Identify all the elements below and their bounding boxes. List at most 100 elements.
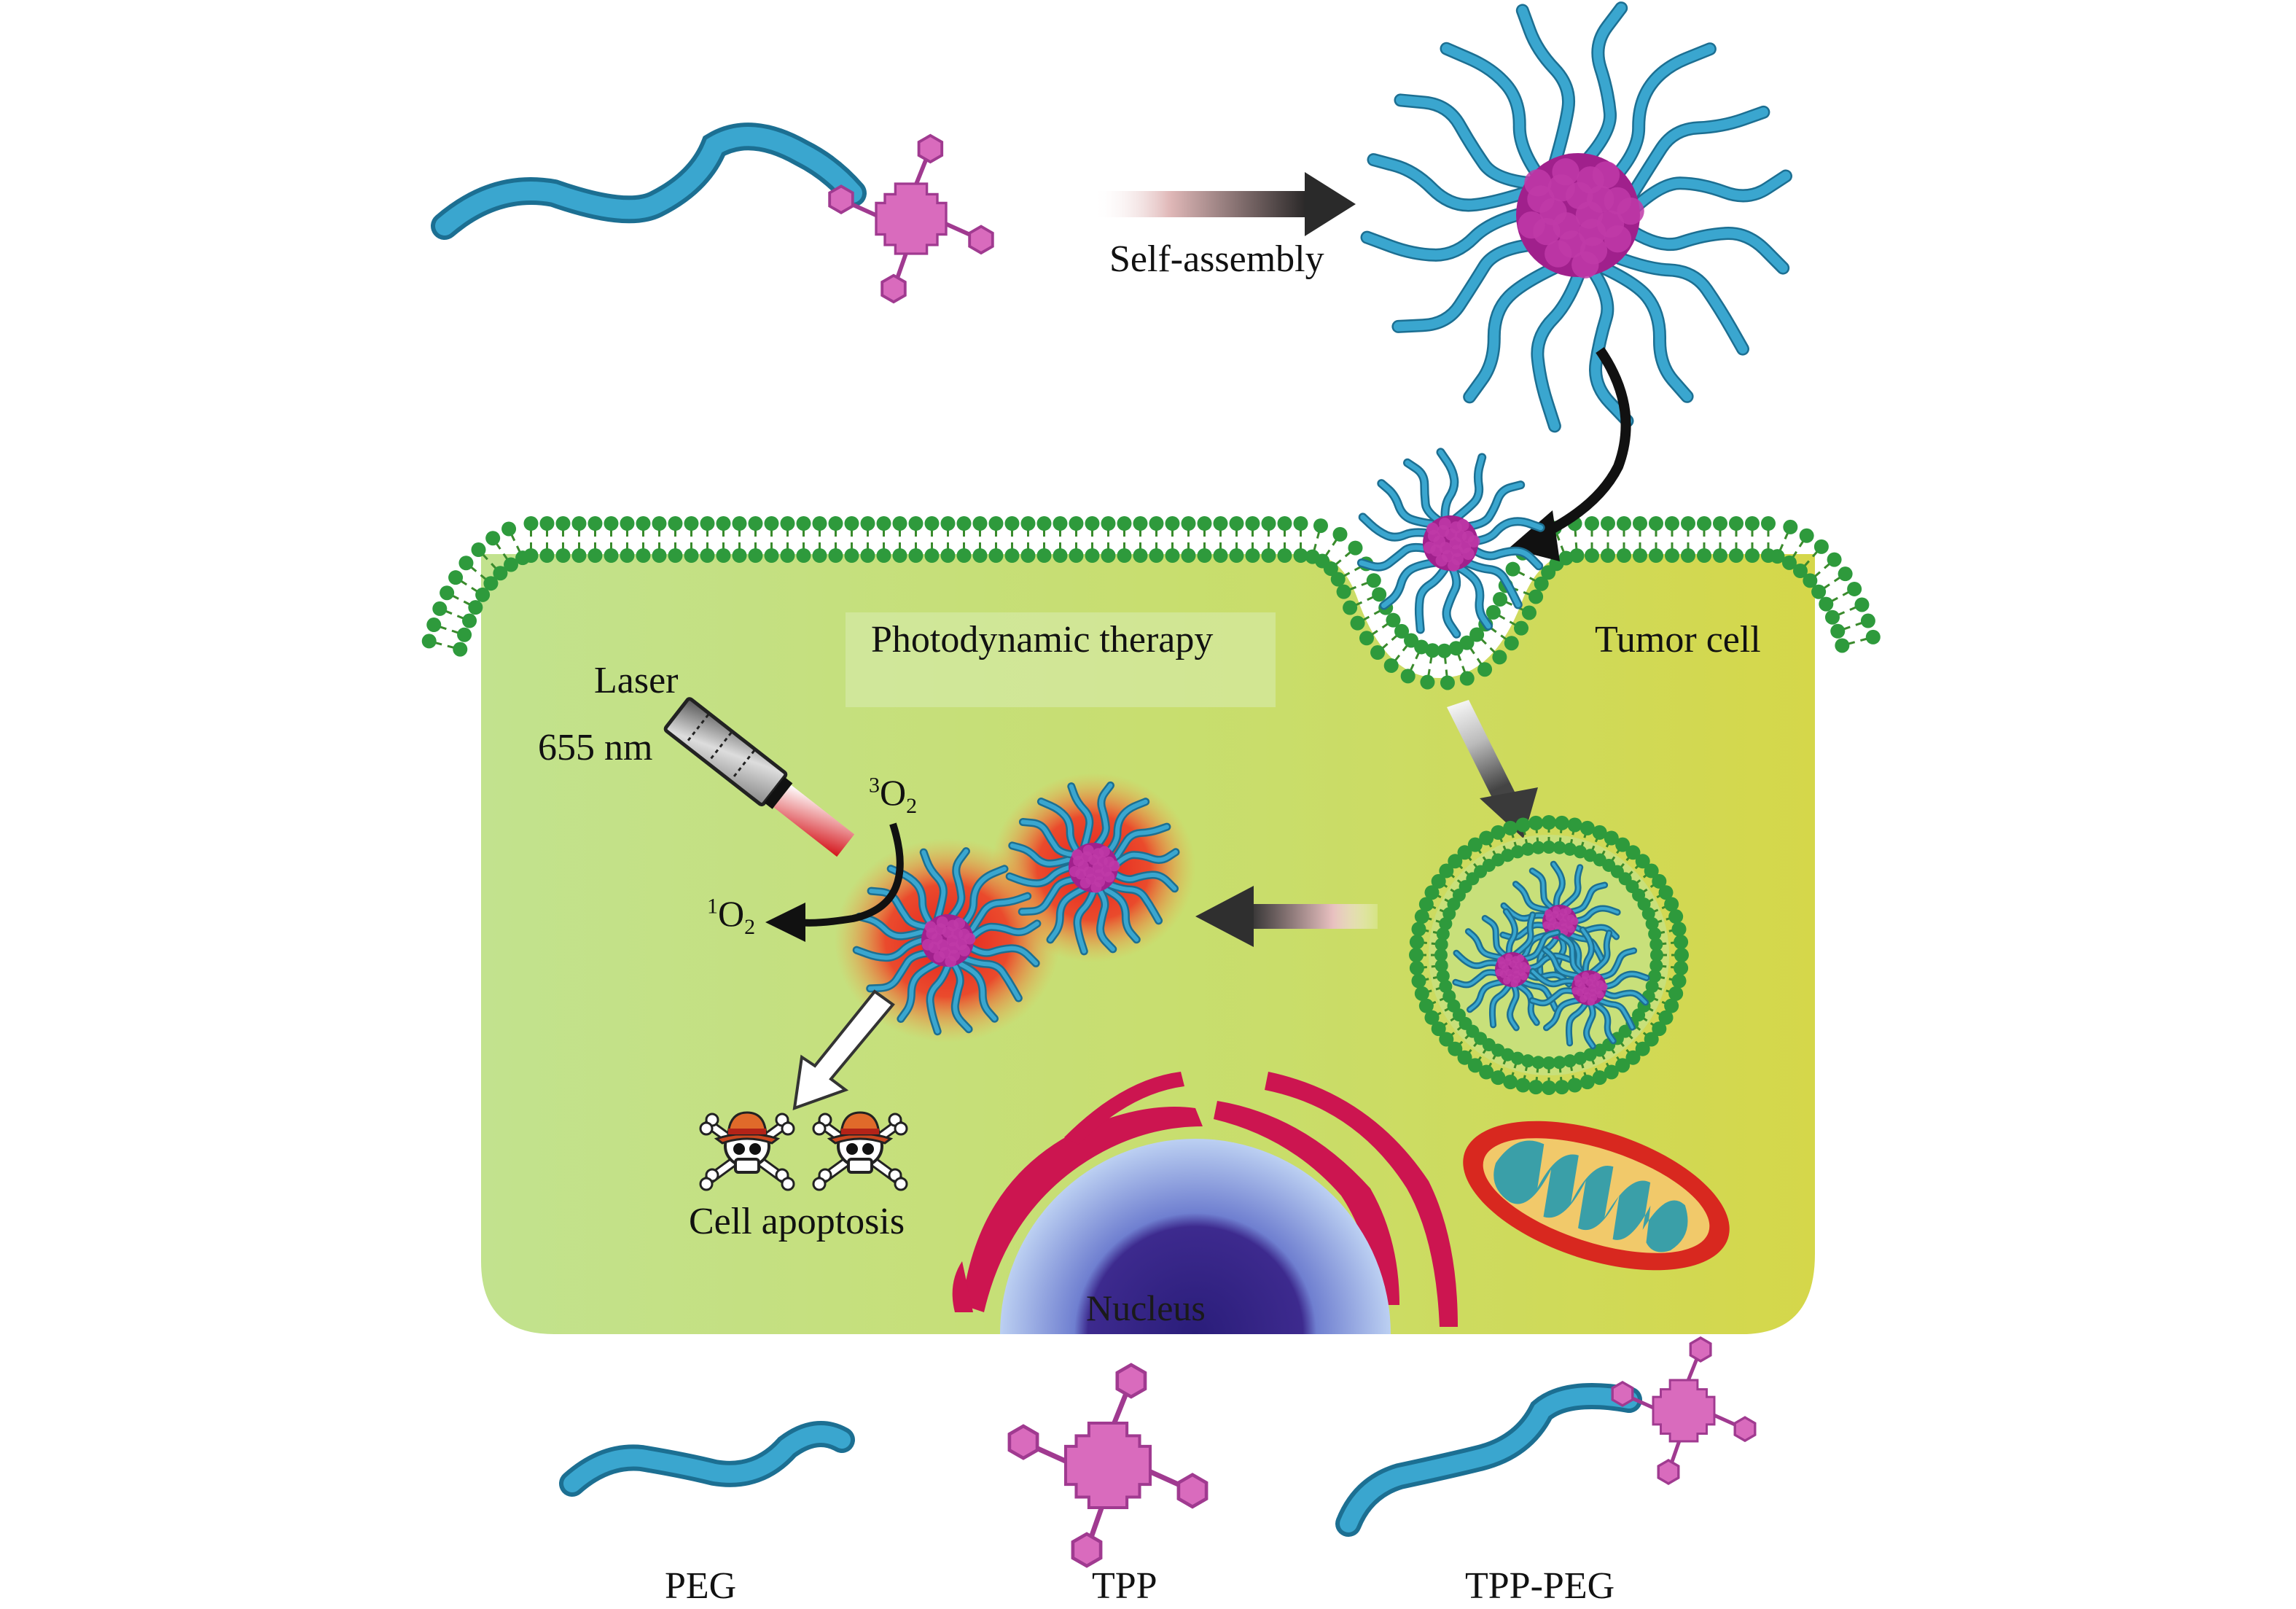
- nucleus: [1000, 1139, 1391, 1334]
- peg-chain: [1581, 928, 1593, 978]
- peg-chain: [965, 894, 1030, 940]
- peg-chain: [1369, 155, 1545, 210]
- lipid-head: [1181, 516, 1196, 531]
- peg-chain: [1359, 545, 1435, 570]
- lipid-head: [1835, 638, 1850, 653]
- lipid-head: [1616, 548, 1631, 563]
- peg-micelle-activated: [1005, 781, 1180, 956]
- peg-chain: [1074, 883, 1098, 954]
- lipid-head: [1521, 605, 1536, 620]
- endoplasmic-reticulum: [962, 1107, 1203, 1312]
- peg-chain: [1459, 558, 1521, 607]
- lipid-head: [1053, 516, 1068, 531]
- peg-chain: [889, 866, 936, 930]
- peg-micelle: [1452, 908, 1574, 1032]
- lipid-head: [1330, 572, 1346, 587]
- nucleus-and-er: [952, 1072, 1458, 1334]
- peg-chain: [1442, 44, 1550, 190]
- lipid-head: [636, 548, 651, 563]
- lipid-head: [1813, 539, 1829, 554]
- lipid-head: [684, 548, 699, 563]
- peg-chain: [1600, 248, 1748, 354]
- lipid-head: [1584, 516, 1599, 531]
- lipid-head: [1680, 548, 1695, 563]
- peg-chain: [1532, 255, 1588, 431]
- lipid-head: [1213, 548, 1228, 563]
- lipid-head: [1149, 548, 1164, 563]
- peg-chain: [964, 921, 1039, 945]
- lipid-head: [1277, 516, 1292, 531]
- lipid-head: [1133, 548, 1148, 563]
- hexagon-ring: [1007, 1424, 1039, 1460]
- peg-chain: [1468, 980, 1508, 1011]
- self-assembly-arrow: [1093, 172, 1356, 236]
- lipid-head: [748, 548, 763, 563]
- lipid-head: [1053, 548, 1068, 563]
- lipid-head: [1824, 609, 1840, 625]
- peg-chain: [1039, 799, 1083, 858]
- lipid-head: [1783, 519, 1798, 534]
- lipid-head: [940, 516, 956, 531]
- lipid-head: [668, 548, 683, 563]
- peg-chain: [1523, 954, 1572, 970]
- hexagon-ring: [1176, 1473, 1208, 1509]
- lipid-head: [1036, 516, 1052, 531]
- cell-membrane: [421, 516, 1881, 690]
- lipid-head: [1293, 516, 1308, 531]
- lipid-head: [571, 548, 587, 563]
- lipid-head: [732, 548, 747, 563]
- lipid-head: [1648, 516, 1663, 531]
- lipid-head: [844, 548, 859, 563]
- wavelength-label: 655 nm: [538, 727, 653, 768]
- peg-chain: [1416, 561, 1451, 632]
- peg-chain: [928, 957, 953, 1034]
- lipid-head: [1343, 600, 1358, 615]
- lipid-head: [700, 548, 715, 563]
- lipid-head: [1165, 516, 1180, 531]
- lipid-head: [1245, 548, 1260, 563]
- lipid-head: [1277, 548, 1292, 563]
- lipid-head: [1313, 518, 1328, 534]
- peg-chain: [1620, 107, 1768, 212]
- peg-chain: [1600, 973, 1649, 989]
- lipid-head: [764, 548, 779, 563]
- lipid-head: [636, 516, 651, 531]
- lipid-head: [892, 548, 907, 563]
- oxygen-conversion-arrow: [765, 822, 904, 942]
- peg-chain: [1567, 999, 1589, 1045]
- peg-chain: [1599, 989, 1647, 1004]
- singlet-oxygen-label: 1O2: [707, 893, 756, 939]
- lipid-head: [1383, 658, 1399, 673]
- peg-chain: [958, 866, 1007, 930]
- lipid-head: [1811, 584, 1827, 599]
- peg-chain: [1518, 5, 1574, 182]
- legend-tpp: [1007, 1363, 1208, 1568]
- skull-icon: [812, 1111, 908, 1191]
- lipid-head: [1696, 516, 1711, 531]
- peg-chain: [1579, 253, 1632, 426]
- tumor-cell-label: Tumor cell: [1595, 619, 1761, 661]
- hexagon-ring: [1689, 1336, 1712, 1363]
- legend-tpp-peg: [1335, 1336, 1757, 1537]
- lipid-head: [652, 516, 667, 531]
- hexagon-ring: [968, 225, 994, 255]
- lipid-head: [1492, 650, 1507, 665]
- lipid-head: [1117, 548, 1132, 563]
- peg-chain: [945, 849, 969, 924]
- lipid-head: [1865, 629, 1881, 644]
- peg-chain: [898, 957, 946, 1021]
- lipid-head: [812, 548, 827, 563]
- tpp-peg-monomer: [431, 122, 994, 304]
- lipid-head: [668, 516, 683, 531]
- lipid-head: [1819, 596, 1834, 612]
- peg-chain: [1618, 171, 1791, 224]
- lipid-head: [876, 548, 891, 563]
- lipid-head: [652, 548, 667, 563]
- peg-chain: [1405, 460, 1448, 527]
- peg-chain: [956, 954, 1021, 1001]
- hexagon-ring: [1733, 1416, 1757, 1443]
- lipid-head: [1348, 540, 1363, 556]
- lipid-head: [539, 516, 555, 531]
- lipid-head: [426, 618, 442, 633]
- lipid-head: [1632, 548, 1647, 563]
